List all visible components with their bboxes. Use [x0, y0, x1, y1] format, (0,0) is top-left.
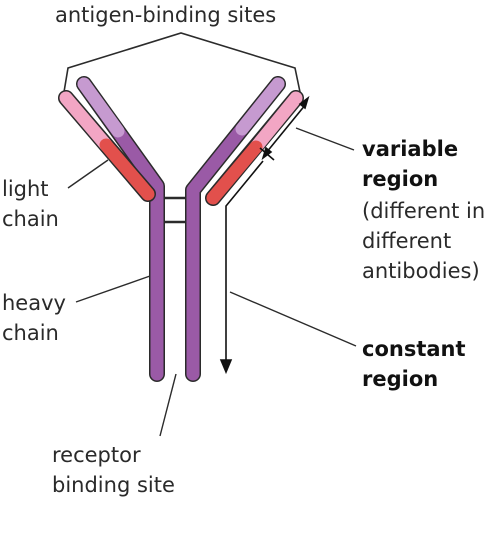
light-chain-left — [58, 90, 156, 202]
variable-note-line3: antibodies) — [362, 259, 480, 283]
heavy-chain-label-line1: heavy — [2, 291, 66, 315]
constant-region-label-line1: constant — [362, 337, 466, 361]
variable-region-label: variable region — [362, 134, 458, 194]
receptor-label-line2: binding site — [52, 473, 175, 497]
light-chain-right — [205, 90, 304, 206]
constant-region-label: constant region — [362, 334, 466, 394]
receptor-label-line1: receptor — [52, 443, 141, 467]
constant-region-label-line2: region — [362, 367, 439, 391]
variable-note-line2: different — [362, 229, 452, 253]
heavy-chain-label-line2: chain — [2, 321, 59, 345]
constant-region-arrow — [219, 160, 264, 375]
variable-note-line1: (different in — [362, 199, 486, 223]
variable-region-label-line2: region — [362, 167, 439, 191]
antigen-binding-sites-label: antigen-binding sites — [55, 3, 277, 27]
heavy-chain-label: heavy chain — [2, 288, 66, 348]
light-chain-label-line1: light — [2, 177, 49, 201]
antigen-sites-bracket — [63, 32, 301, 93]
variable-region-leader — [295, 127, 355, 151]
heavy-chain-left — [76, 76, 165, 382]
variable-region-label-line1: variable — [362, 137, 459, 161]
light-chain-leader — [67, 159, 109, 189]
heavy-chain-leader — [75, 275, 151, 303]
light-chain-label-line2: chain — [2, 207, 59, 231]
constant-region-leader — [229, 291, 357, 347]
light-chain-label: light chain — [2, 174, 59, 234]
receptor-binding-site-label: receptor binding site — [52, 440, 175, 500]
heavy-chain-right — [185, 76, 286, 382]
variable-region-arrow — [259, 95, 310, 161]
variable-region-note: (different in different antibodies) — [362, 196, 485, 286]
receptor-site-leader — [159, 373, 177, 437]
